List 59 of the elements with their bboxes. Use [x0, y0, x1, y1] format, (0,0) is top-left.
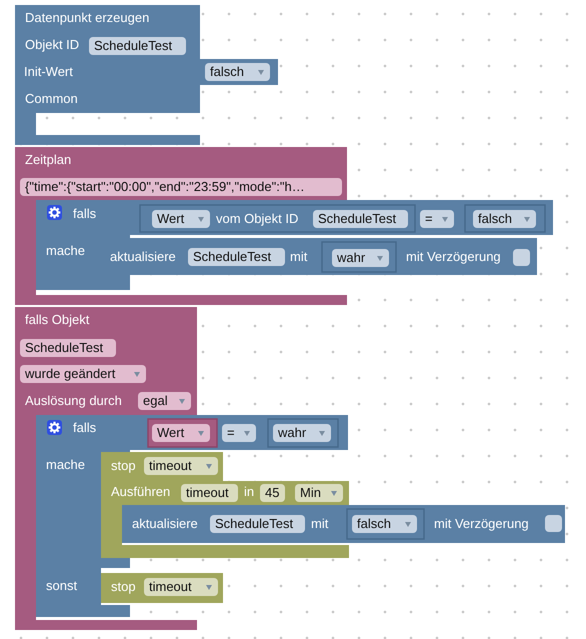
- dropdown-field: Wert: [152, 424, 210, 442]
- text-field: timeout: [181, 484, 238, 502]
- block-label: sonst: [46, 578, 78, 594]
- block-label: in: [244, 484, 254, 500]
- value-block: [130, 415, 348, 450]
- dropdown-field: falsch: [352, 515, 417, 533]
- block-label: mit Verzögerung: [434, 516, 529, 532]
- value-block: [148, 419, 217, 447]
- text-field: ScheduleTest: [210, 515, 305, 533]
- value-block: [130, 200, 553, 235]
- dropdown-field: wahr: [332, 249, 389, 267]
- value-block: [322, 242, 396, 272]
- block-label: Auslösung durch: [25, 393, 122, 409]
- code-block: [122, 505, 565, 543]
- value-block: [140, 205, 415, 232]
- block-label: Init-Wert: [24, 64, 73, 80]
- text-field: ScheduleTest: [20, 339, 116, 357]
- block-label: falls Objekt: [25, 312, 90, 328]
- dropdown-field: timeout: [144, 457, 218, 475]
- dropdown-field: =: [222, 424, 256, 442]
- block-label: mache: [46, 457, 86, 473]
- text-field: {"time":{"start":"00:00","end":"23:59","mode":"h…: [20, 178, 342, 196]
- value-block: [268, 419, 338, 447]
- value-block: [347, 509, 424, 539]
- code-block: [101, 452, 223, 481]
- dropdown-field: egal: [138, 392, 191, 410]
- code-block: [101, 238, 537, 275]
- block-label: mit Verzögerung: [406, 249, 501, 265]
- block-label: Zeitplan: [25, 152, 72, 168]
- block-label: mache: [46, 243, 86, 259]
- block-label: stop: [111, 458, 136, 474]
- block-label: falls: [73, 206, 96, 222]
- text-field: ScheduleTest: [89, 37, 186, 55]
- block-label: falls: [73, 420, 96, 436]
- block-label: aktualisiere: [132, 516, 198, 532]
- text-field: ScheduleTest: [313, 210, 408, 228]
- block-label: Objekt ID: [25, 37, 80, 53]
- block-label: mit: [290, 249, 308, 265]
- block-label: mit: [311, 516, 328, 532]
- dropdown-field: timeout: [144, 578, 218, 596]
- dropdown-field: falsch: [205, 63, 270, 81]
- text-field: ScheduleTest: [188, 248, 285, 266]
- block-label: Datenpunkt erzeugen: [25, 10, 150, 26]
- block-label: vom Objekt ID: [216, 211, 298, 227]
- dropdown-field: Wert: [152, 210, 210, 228]
- block-label: Common: [25, 91, 78, 107]
- dropdown-field: falsch: [473, 210, 536, 228]
- value-block: [465, 205, 545, 232]
- dropdown-field: =: [420, 210, 454, 228]
- value-block: [200, 59, 278, 85]
- code-block: [101, 573, 223, 603]
- block-label: stop: [111, 579, 136, 595]
- block-label: Ausführen: [111, 484, 170, 500]
- text-field: 45: [260, 484, 285, 502]
- dropdown-field: wahr: [273, 424, 331, 442]
- code-block: [15, 5, 200, 145]
- dropdown-field: wurde geändert: [20, 365, 146, 383]
- block-label: aktualisiere: [110, 249, 176, 265]
- dropdown-field: Min: [295, 484, 343, 502]
